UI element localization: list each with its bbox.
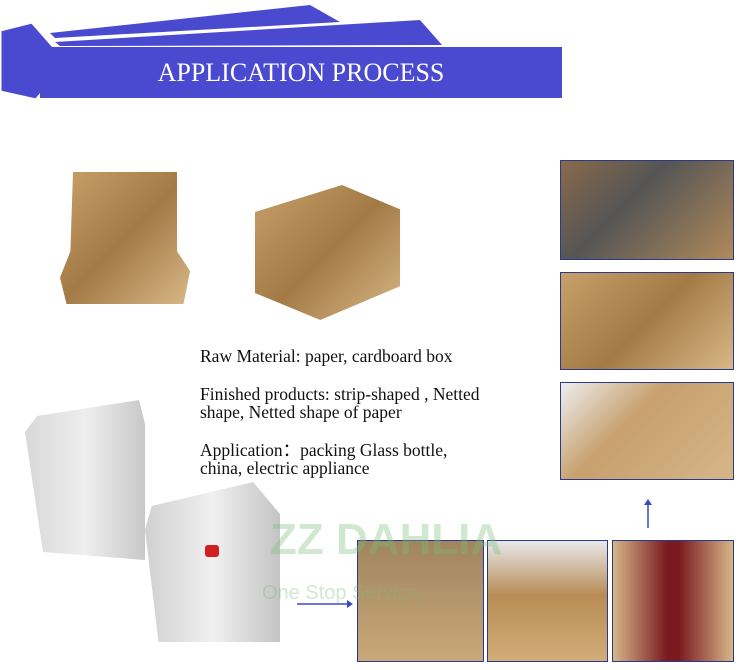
arrow-up-icon — [644, 499, 652, 528]
packed-wine-bottles-image — [560, 272, 734, 370]
shredder-machine-left-image — [25, 400, 145, 560]
application-line2: china, electric appliance — [200, 458, 370, 478]
paper-stack-image — [357, 540, 484, 662]
open-cardboard-box-image — [60, 172, 190, 304]
packed-wine-bottle-image — [612, 540, 734, 662]
application-line1: Application：packing Glass bottle, — [200, 440, 448, 460]
raw-material-text: Raw Material: paper, cardboard box — [200, 346, 453, 366]
netted-paper-output-image — [487, 540, 608, 662]
shredder-machine-right-image — [145, 482, 280, 642]
watermark-brand: ZZ DAHLIA — [270, 515, 503, 564]
wrapping-bottle-image — [560, 382, 734, 480]
machine-red-switch — [205, 545, 219, 557]
watermark-tagline: One Stop Service — [262, 582, 419, 604]
finished-products-line1: Finished products: strip-shaped , Netted — [200, 384, 480, 404]
packed-appliance-image — [560, 160, 734, 260]
page-title: APPLICATION PROCESS — [40, 47, 562, 98]
finished-products-line2: shape, Netted shape of paper — [200, 402, 402, 422]
closed-cardboard-box-image — [255, 185, 400, 320]
arrow-right-icon — [297, 600, 353, 608]
